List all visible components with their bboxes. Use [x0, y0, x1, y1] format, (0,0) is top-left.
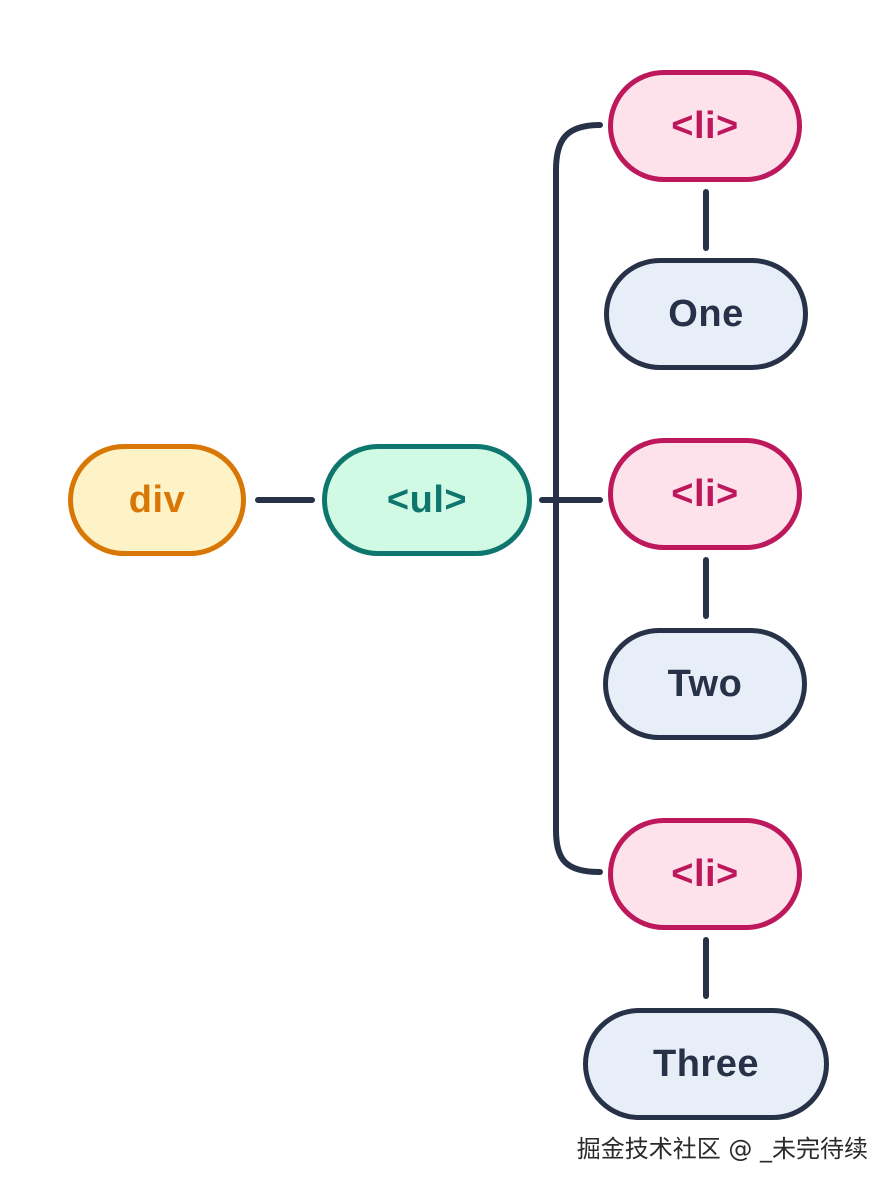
text-node-label: Two	[667, 662, 743, 705]
li-node-label: <li>	[671, 852, 739, 895]
watermark: 掘金技术社区 @ _未完待续	[576, 1135, 868, 1163]
li-node-label: <li>	[671, 472, 739, 515]
brace	[553, 122, 603, 875]
div-node-label: div	[128, 478, 186, 521]
li-node-2: <li>	[608, 438, 802, 550]
text-node-label: Three	[653, 1042, 759, 1085]
text-node-3: Three	[583, 1008, 829, 1120]
div-node: div	[68, 444, 246, 556]
text-node-1: One	[604, 258, 808, 370]
ul-node: <ul>	[322, 444, 532, 556]
li-node-3: <li>	[608, 818, 802, 930]
ul-node-label: <ul>	[386, 478, 468, 521]
li-node-label: <li>	[671, 104, 739, 147]
li-node-1: <li>	[608, 70, 802, 182]
text-node-label: One	[668, 292, 744, 335]
text-node-2: Two	[603, 628, 807, 740]
